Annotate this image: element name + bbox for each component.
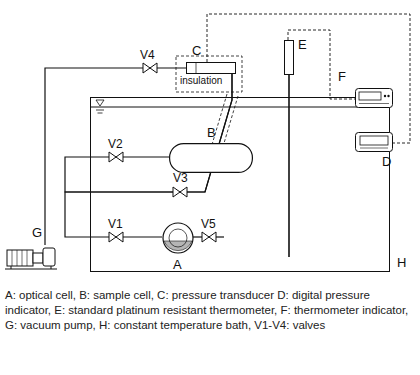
figure-caption: A: optical cell, B: sample cell, C: pres… <box>5 288 413 333</box>
sample-cell-shape <box>169 143 253 173</box>
part-letter: C <box>192 44 201 57</box>
part-letter: H <box>397 256 406 269</box>
pressure-transducer-shape <box>186 62 236 74</box>
optical-cell: A <box>162 222 194 254</box>
part-letter: E <box>298 38 307 51</box>
signal-line <box>288 30 355 99</box>
valve-symbol <box>109 152 123 162</box>
constant-temperature-bath: HAB <box>90 97 390 272</box>
water-symbol <box>96 110 104 111</box>
valve-label: V2 <box>108 138 123 150</box>
part-letter: A <box>173 258 182 271</box>
vacuum-pump: G <box>5 245 57 272</box>
insulation-outline <box>211 94 227 148</box>
sample-cell: B <box>169 143 253 173</box>
water-symbol <box>96 100 104 106</box>
pressure-transducer: C <box>186 62 236 74</box>
water-level <box>91 107 389 108</box>
thermometer-indicator: F <box>355 88 393 108</box>
thermometer-indicator-shape <box>355 88 393 108</box>
valve-label: V1 <box>108 218 123 230</box>
part-letter: F <box>338 70 346 83</box>
vacuum-pump-shape <box>5 245 57 272</box>
part-letter: B <box>207 126 216 139</box>
insulation-outline <box>176 56 242 92</box>
part-letter: D <box>382 155 391 168</box>
valve-label: V5 <box>201 218 216 230</box>
valve-symbol <box>202 232 216 242</box>
optical-cell-shape <box>162 222 194 254</box>
water-symbol <box>98 113 103 114</box>
signal-line <box>207 14 410 143</box>
digital-pressure-indicator-shape <box>355 132 393 152</box>
valve-symbol <box>173 187 187 197</box>
valve-label: V4 <box>140 49 155 61</box>
note-label: insulation <box>180 76 222 86</box>
valve-symbol <box>109 232 123 242</box>
valve-label: V3 <box>173 172 188 184</box>
platinum-resistance-thermometer: E <box>283 40 295 258</box>
digital-pressure-indicator: D <box>355 132 393 152</box>
platinum-resistance-thermometer-shape <box>283 40 295 258</box>
valve-symbol <box>143 63 157 73</box>
part-letter: G <box>32 226 42 239</box>
